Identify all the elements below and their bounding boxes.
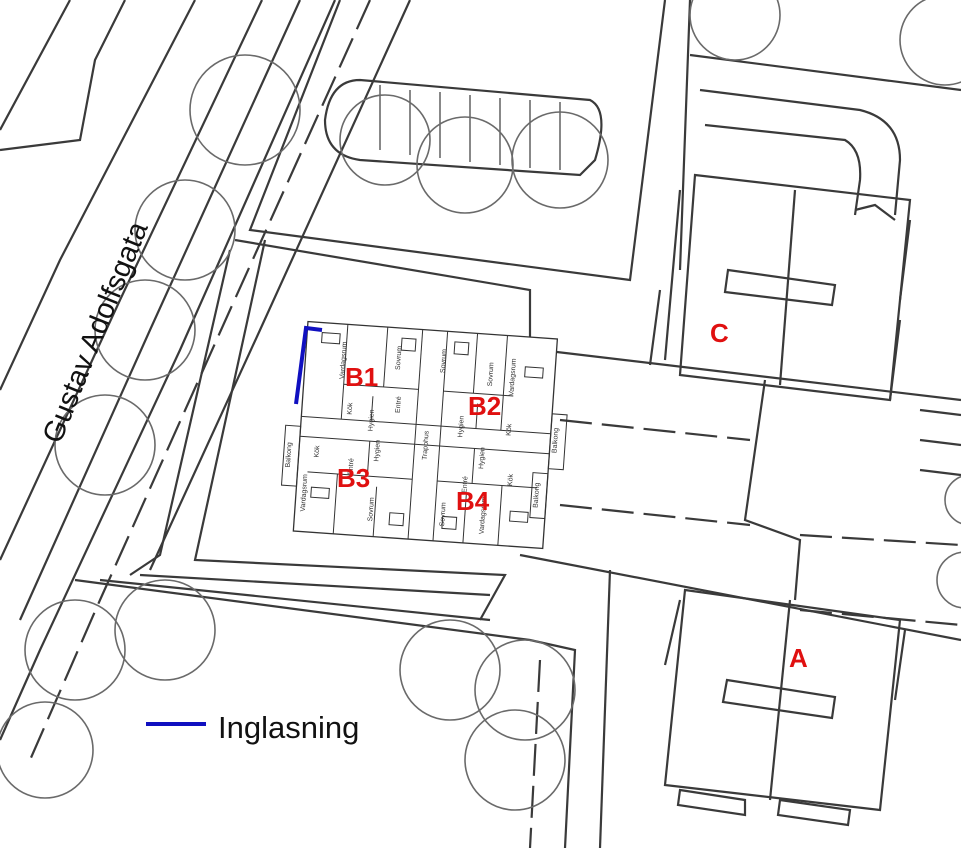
- street-lines: [0, 0, 412, 761]
- room-label-sovrum-4: Sovrum: [367, 497, 376, 522]
- building-label-b4: B4: [456, 486, 490, 516]
- room-label-balkong-1: Balkong: [285, 442, 294, 468]
- legend: Inglasning: [146, 710, 359, 745]
- room-label-hygien-4: Hygien: [478, 447, 487, 469]
- building-label-c: C: [710, 318, 729, 348]
- building-label-b3: B3: [337, 463, 370, 493]
- room-label-sovrum-3: Sovrum: [487, 362, 496, 387]
- room-label-entre-3: Entré: [461, 476, 469, 493]
- legend-glazing-label: Inglasning: [218, 710, 359, 745]
- room-label-sovrum-1: Sovrum: [395, 345, 404, 370]
- room-label-balkong-3: Balkong: [533, 482, 542, 508]
- room-label-hygien-1: Hygien: [367, 409, 376, 431]
- room-label-kok-4: Kök: [507, 473, 515, 486]
- building-a-footprint: [663, 588, 907, 827]
- room-label-hygien-2: Hygien: [457, 415, 466, 437]
- trees: [0, 0, 961, 811]
- building-label-b2: B2: [468, 391, 501, 421]
- room-label-kok-1: Kök: [347, 402, 355, 415]
- room-label-hygien-3: Hygien: [373, 440, 382, 462]
- courtyard-lines: [74, 238, 961, 848]
- glazing-line-b1: [294, 325, 323, 405]
- room-label-vardagsrum-4: Vardagsrum: [479, 496, 489, 534]
- room-label-kok-2: Kök: [506, 423, 514, 436]
- room-label-entre-2: Entré: [347, 458, 355, 475]
- parking-area: [248, 0, 961, 282]
- room-label-vardagsrum-1: Vardagsrum: [339, 341, 349, 379]
- street-name-label: Gustav Adolfsgata: [37, 217, 155, 448]
- room-label-kok-3: Kök: [314, 445, 322, 458]
- building-label-b1: B1: [345, 362, 378, 392]
- room-label-balkong-2: Balkong: [551, 428, 560, 454]
- room-label-entre-1: Entré: [395, 396, 403, 413]
- room-label-vardagsrum-3: Vardagsrum: [300, 474, 310, 512]
- room-label-vardagsrum-2: Vardagsrum: [508, 358, 518, 396]
- building-c-footprint: [648, 173, 912, 402]
- room-label-sovrum-5: Sovrum: [439, 502, 448, 527]
- central-floor-plan: Sovrum Sovrum Sovrum Vardagsrum Vardagsr…: [280, 320, 568, 550]
- room-label-sovrum-2: Sovrum: [440, 349, 449, 374]
- room-label-trapphus: Trapphus: [422, 430, 431, 460]
- building-label-a: A: [789, 643, 808, 673]
